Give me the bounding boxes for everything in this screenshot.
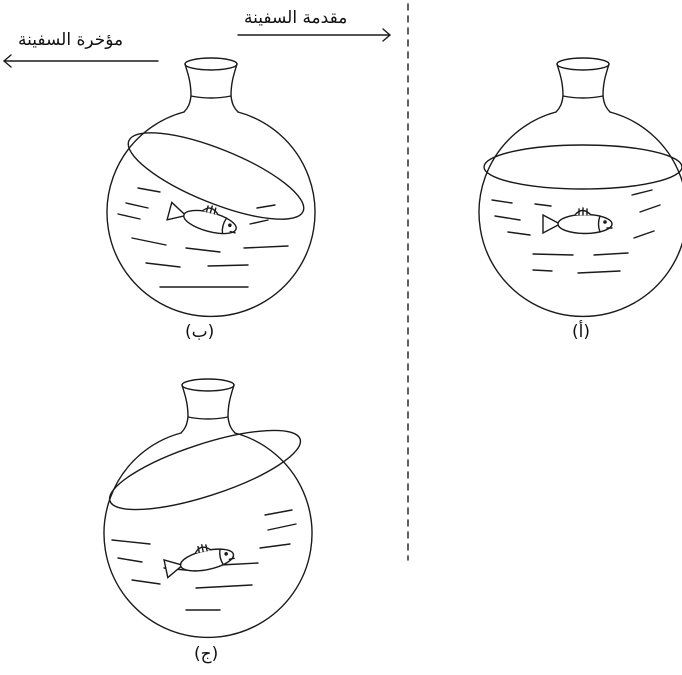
- bottle-c: [103, 378, 313, 639]
- stern-arrow: [3, 54, 159, 68]
- fish-a: [542, 207, 613, 235]
- water-surface-c: [108, 429, 302, 511]
- water-surface-b: [127, 132, 305, 220]
- bottle-a: [478, 57, 682, 318]
- water-surface-a: [483, 144, 682, 190]
- bow-arrow: [237, 28, 391, 42]
- caption-c: (ج): [194, 644, 219, 664]
- bottle-b: [106, 57, 316, 318]
- caption-b: (ب): [185, 322, 215, 342]
- caption-a: (أ): [572, 322, 591, 342]
- fish-c: [163, 544, 235, 579]
- bow-label: مقدمة السفينة: [244, 8, 348, 28]
- water-lines-a: [491, 189, 661, 274]
- fish-b: [166, 201, 237, 235]
- water-lines-b: [117, 187, 289, 288]
- stern-label: مؤخرة السفينة: [18, 30, 124, 50]
